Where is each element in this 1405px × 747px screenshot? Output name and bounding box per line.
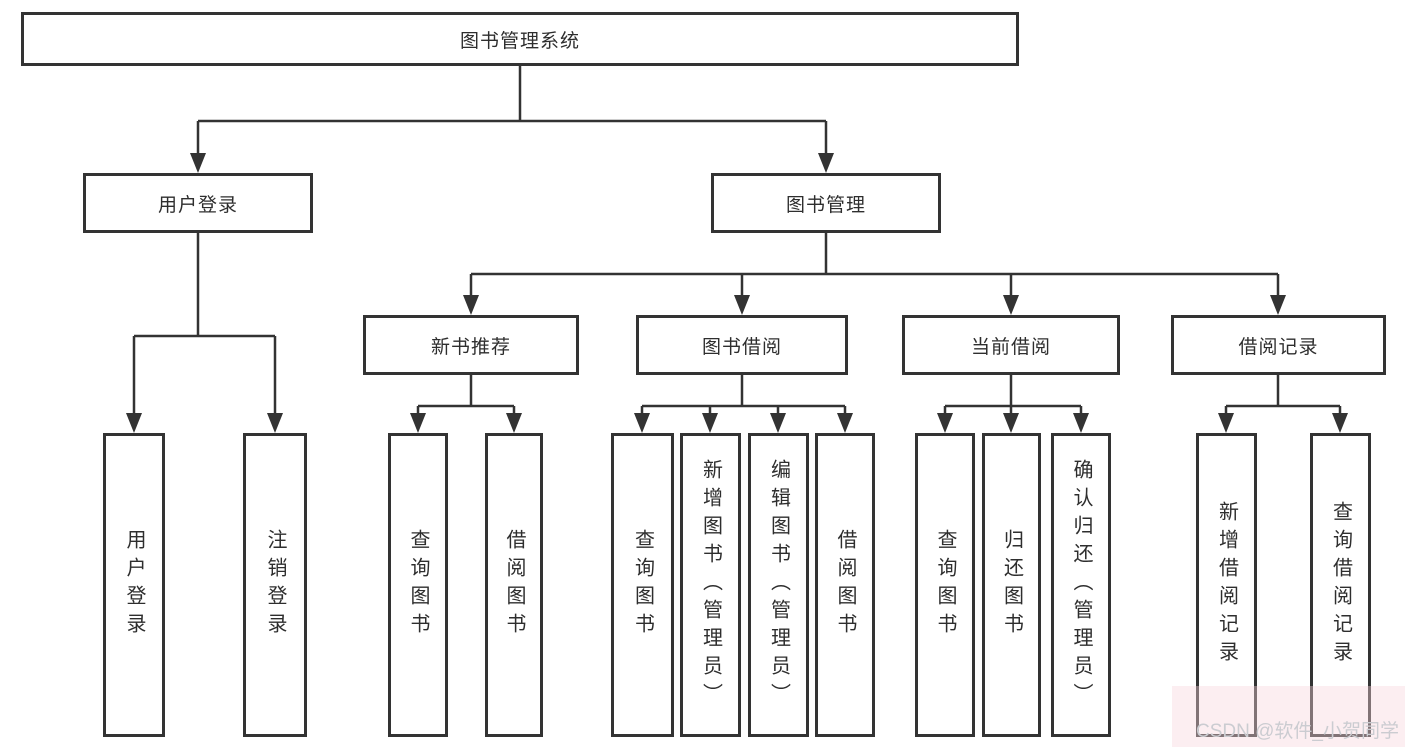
leaf-edit-books-admin: 编辑图书（管理员） — [748, 433, 809, 737]
node-root: 图书管理系统 — [21, 12, 1019, 66]
leaf-query-books-2: 查询图书 — [611, 433, 674, 737]
arrowheads — [126, 153, 1348, 433]
leaf-user-login: 用户登录 — [103, 433, 165, 737]
node-current-borrow: 当前借阅 — [902, 315, 1120, 375]
node-new-book-recommend: 新书推荐 — [363, 315, 579, 375]
leaf-add-borrow-record: 新增借阅记录 — [1196, 433, 1257, 737]
node-borrow-records: 借阅记录 — [1171, 315, 1386, 375]
leaf-add-books-admin: 新增图书（管理员） — [680, 433, 741, 737]
node-user-login: 用户登录 — [83, 173, 313, 233]
leaf-query-books-3: 查询图书 — [915, 433, 975, 737]
node-book-borrow: 图书借阅 — [636, 315, 848, 375]
leaf-confirm-return-admin: 确认归还（管理员） — [1051, 433, 1111, 737]
leaf-logout: 注销登录 — [243, 433, 307, 737]
leaf-return-books: 归还图书 — [982, 433, 1041, 737]
leaf-query-borrow-record: 查询借阅记录 — [1310, 433, 1371, 737]
node-book-management: 图书管理 — [711, 173, 941, 233]
leaf-borrow-books-1: 借阅图书 — [485, 433, 543, 737]
leaf-query-books-1: 查询图书 — [388, 433, 448, 737]
leaf-borrow-books-2: 借阅图书 — [815, 433, 875, 737]
